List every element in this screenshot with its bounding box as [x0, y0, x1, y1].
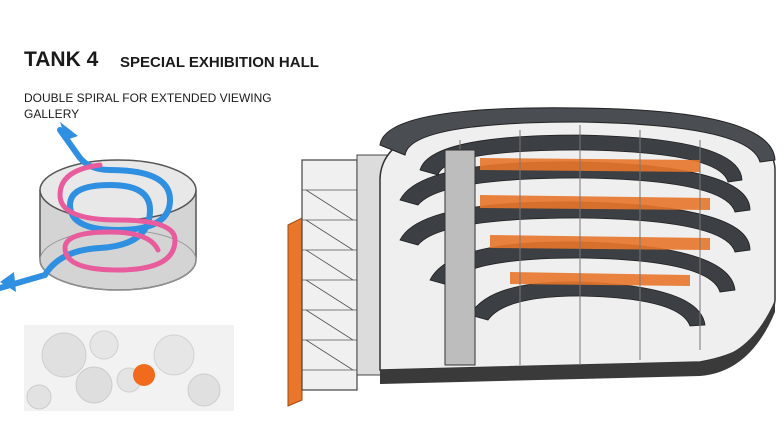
spiral-tank-diagram	[0, 122, 197, 292]
site-locator-map	[24, 325, 234, 411]
page-title-tank: TANK 4	[24, 48, 99, 71]
arrow-right-icon	[60, 122, 78, 140]
arrow-left-icon	[0, 272, 16, 292]
description-text: DOUBLE SPIRAL FOR EXTENDED VIEWING GALLE…	[24, 91, 272, 121]
page-subtitle-hall: SPECIAL EXHIBITION HALL	[120, 54, 319, 71]
location-marker-icon	[133, 364, 155, 386]
exhibition-hall-cutaway	[287, 107, 776, 407]
